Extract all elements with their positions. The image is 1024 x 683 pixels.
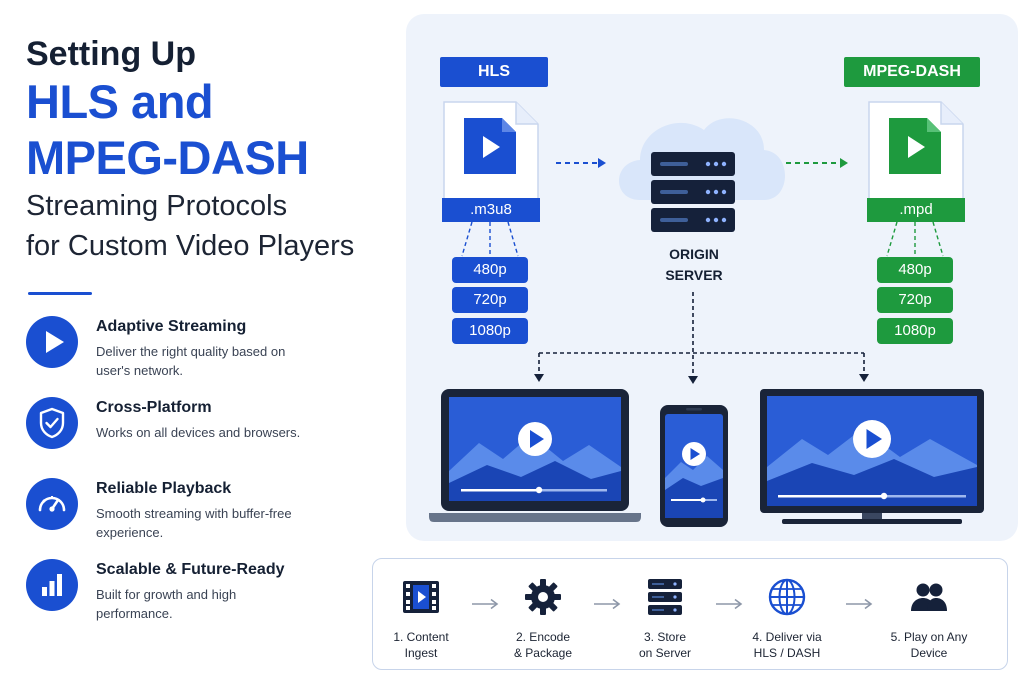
title-line-1: Setting Up [26,35,196,73]
gear-icon [525,579,561,615]
arrow-right-icon [716,598,743,610]
feature-reliable-playback: Reliable Playback Smooth streaming with … [26,478,386,548]
feature-desc: Works on all devices and browsers. [96,425,301,440]
feature-desc: Smooth streaming with buffer-free experi… [96,506,292,540]
step-label-line-2: HLS / DASH [753,646,821,660]
origin-label-line-1: ORIGIN [669,246,719,262]
title-line-5: for Custom Video Players [26,230,355,262]
dash-file-extension: .mpd [867,198,965,222]
dash-quality-720p: 720p [877,287,953,313]
step-label-line-1: 1. Content [393,630,449,644]
origin-server-icon [651,152,735,232]
title-line-3: MPEG-DASH [26,131,309,184]
feature-title: Cross-Platform [96,399,212,416]
file-icon [868,101,964,221]
feature-adaptive-streaming: Adaptive Streaming Deliver the right qua… [26,316,386,386]
feature-desc: Built for growth and high performance. [96,587,237,621]
dash-quality-480p: 480p [877,257,953,283]
title-line-4: Streaming Protocols [26,190,288,222]
step-label-line-1: 5. Play on Any [890,630,968,644]
step-label-line-1: 3. Store [643,630,687,644]
origin-label-line-2: SERVER [665,267,723,283]
title-divider [28,292,92,295]
speedometer-icon [26,478,78,530]
hls-playlist-file: .m3u8 [442,100,540,222]
arrow-right-icon [594,598,621,610]
page-title: Setting Up HLS and MPEG-DASH Streaming P… [26,34,406,266]
film-icon [403,581,439,613]
feature-title: Adaptive Streaming [96,318,247,335]
feature-scalable: Scalable & Future-Ready Built for growth… [26,559,386,629]
origin-server-label: ORIGIN SERVER [634,244,754,286]
step-label: 2. Encode & Package [488,629,598,661]
workflow-strip [372,558,1008,670]
feature-title: Scalable & Future-Ready [96,561,285,578]
step-label-line-2: Ingest [404,646,438,660]
feature-cross-platform: Cross-Platform Works on all devices and … [26,397,386,467]
bar-chart-icon [26,559,78,611]
title-line-2: HLS and [26,75,214,128]
hls-badge: HLS [440,57,548,87]
file-icon [443,101,539,221]
step-label: 5. Play on Any Device [874,629,984,661]
step-label-line-2: Device [910,646,948,660]
step-label-line-2: & Package [513,646,573,660]
hls-file-extension: .m3u8 [442,198,540,222]
play-icon [26,316,78,368]
step-label: 3. Store on Server [610,629,720,661]
server-icon [648,579,682,615]
feature-title: Reliable Playback [96,480,232,497]
shield-check-icon [26,397,78,449]
globe-icon [768,578,806,616]
dash-manifest-file: .mpd [867,100,965,222]
step-label: 4. Deliver via HLS / DASH [732,629,842,661]
mpeg-dash-badge: MPEG-DASH [844,57,980,87]
laptop-icon [429,389,641,522]
hls-quality-1080p: 1080p [452,318,528,344]
step-label-line-1: 2. Encode [515,630,571,644]
arrow-right-icon [846,598,873,610]
step-label: 1. Content Ingest [366,629,476,661]
step-label-line-1: 4. Deliver via [752,630,822,644]
feature-desc: Deliver the right quality based on user'… [96,344,286,378]
tv-icon [760,389,984,524]
arrow-right-icon [472,598,499,610]
phone-icon [660,405,728,527]
hls-quality-480p: 480p [452,257,528,283]
dash-quality-1080p: 1080p [877,318,953,344]
step-label-line-2: on Server [638,646,692,660]
users-icon [911,583,947,611]
hls-quality-720p: 720p [452,287,528,313]
